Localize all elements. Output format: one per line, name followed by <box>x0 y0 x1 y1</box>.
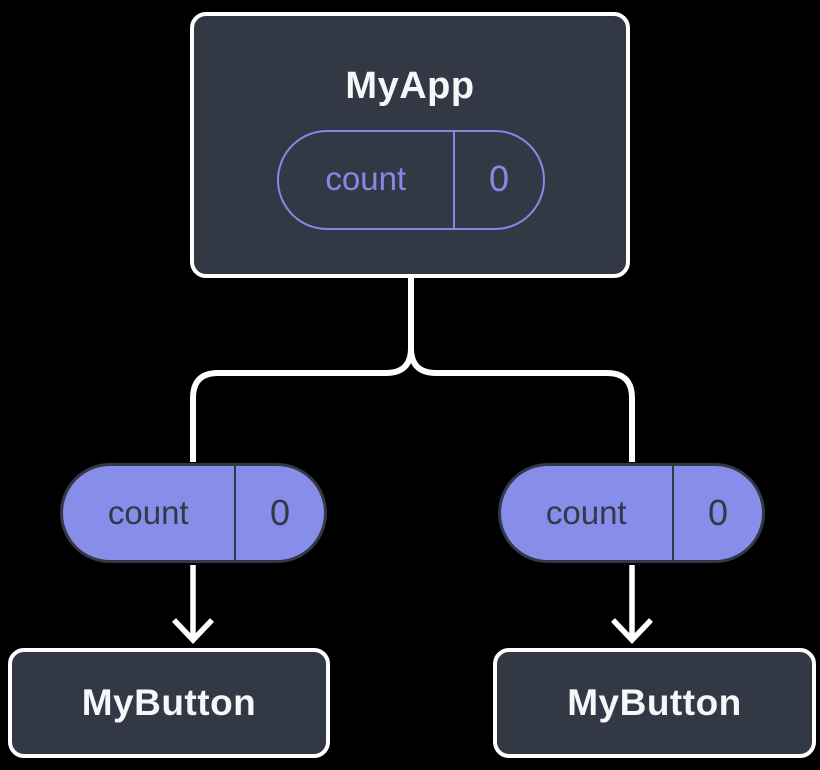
node-myapp-title: MyApp <box>345 65 475 107</box>
prop-pill-left: count 0 <box>60 463 327 563</box>
prop-pill-right: count 0 <box>498 463 765 563</box>
arrow-down-right-icon <box>611 565 653 644</box>
state-value: 0 <box>488 158 510 199</box>
state-pill-root: count 0 <box>277 130 545 230</box>
prop-value: 0 <box>707 492 729 533</box>
node-mybutton-right-title: MyButton <box>567 682 742 723</box>
state-name: count <box>325 160 407 197</box>
prop-name: count <box>107 494 189 531</box>
branch-left-connector <box>190 276 414 462</box>
node-mybutton-left-title: MyButton <box>81 682 257 723</box>
branch-right-connector <box>408 276 635 462</box>
pill-divider <box>671 466 674 560</box>
pill-divider <box>452 132 455 228</box>
node-mybutton-right: MyButton <box>493 648 816 758</box>
node-myapp: MyApp count 0 <box>190 12 630 278</box>
prop-name: count <box>545 494 627 531</box>
prop-value: 0 <box>269 492 291 533</box>
node-mybutton-left: MyButton <box>8 648 330 758</box>
pill-divider <box>233 466 236 560</box>
arrow-down-left-icon <box>172 565 214 644</box>
